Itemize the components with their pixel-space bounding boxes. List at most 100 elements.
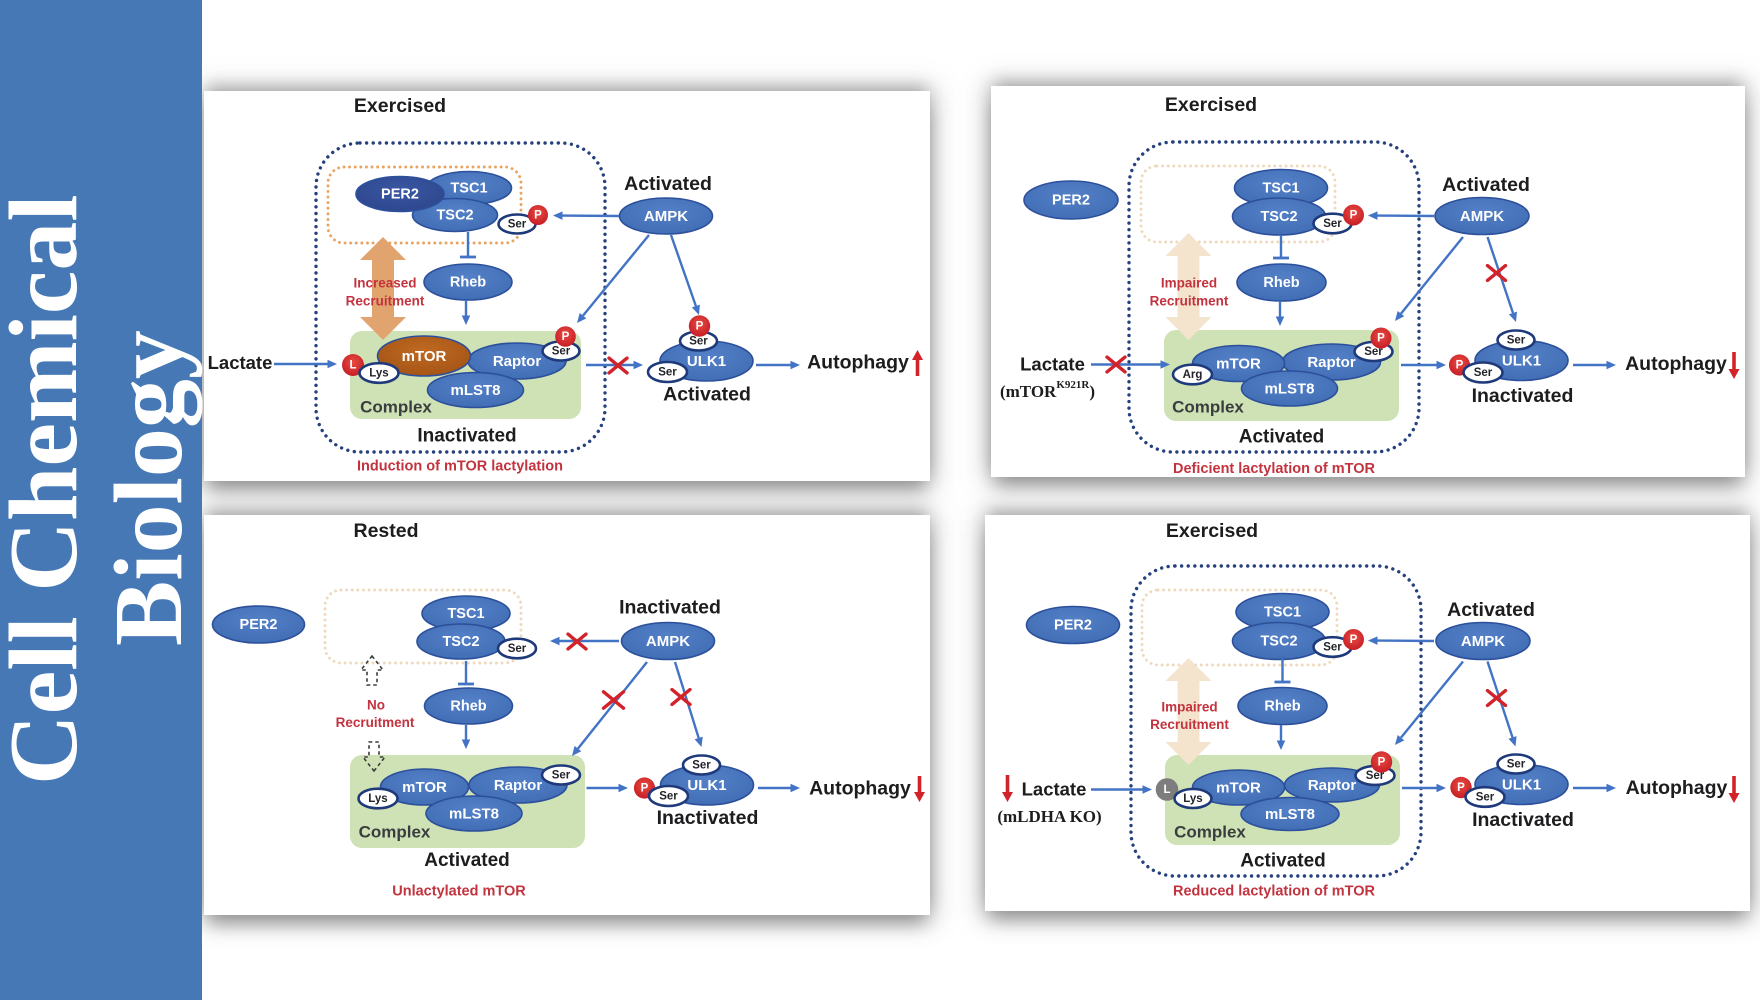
recruitment-label-line2: Recruitment [336,715,415,730]
autophagy-label: Autophagy [809,778,911,800]
node-ampk-label: AMPK [1460,208,1504,225]
ulk1-left-ser-site-label: Ser [659,791,678,803]
lactyl-badge-label: L [1163,784,1170,796]
tsc2-phospho-badge: P [528,205,548,225]
ulk1-status-label: Inactivated [657,807,759,829]
arrow-lactate-to-complex [1091,785,1152,794]
mtor-residue-site-label: Lys [1183,793,1202,805]
arrow-ampk-to-tsc2 [1368,211,1435,220]
node-mlst8-label: mLST8 [449,806,499,823]
autophagy-up-arrow [912,350,923,376]
lactate-label: Lactate [1020,354,1085,375]
node-per2-label: PER2 [381,187,419,203]
arrow-ampk-to-tsc2 [553,211,620,220]
tsc2-phospho-badge-label: P [1350,210,1358,222]
recruitment-label-line2: Recruitment [1150,717,1229,732]
node-mtor-label: mTOR [402,348,447,365]
node-ampk-label: AMPK [1461,633,1505,650]
autophagy-label: Autophagy [1626,777,1728,799]
ulk1-top-phospho-badge-label: P [696,321,704,333]
tsc2-ser-site-label: Ser [1323,642,1342,654]
node-tsc2-label: TSC2 [1260,634,1297,650]
ulk1-status-label: Inactivated [1472,385,1574,407]
node-raptor-label: Raptor [1307,354,1355,371]
tsc2-ser-site-label: Ser [508,219,527,231]
node-tsc2: TSC2 [416,623,506,660]
arrow-rheb-to-complex [461,725,471,749]
lactate-label: Lactate [1022,779,1087,800]
ulk1-left-ser-site-label: Ser [1476,792,1495,804]
panel-title: Exercised [1166,520,1258,542]
ampk-status-label: Activated [1442,174,1530,196]
raptor-phospho-badge: P [555,326,576,347]
recruitment-label-line1: Impaired [1161,700,1217,715]
lactate-decrease-arrow [1002,775,1013,802]
node-ampk: AMPK [620,621,716,661]
x-complex-ulk1 [607,356,629,375]
recruitment-label-line2: Recruitment [346,294,425,309]
tsc2-ser-site: Ser [497,213,537,235]
node-per2: PER2 [355,175,445,213]
mtor-residue-site-label: Arg [1183,369,1203,381]
arrow-lactate-to-complex [274,359,337,369]
recruitment-label-line1: Increased [353,276,416,291]
lactyl-badge-label: L [349,360,356,372]
ulk1-left-phospho-badge-label: P [641,783,649,795]
ulk1-top-ser-site-label: Ser [689,336,708,348]
complex-label: Complex [1174,823,1246,842]
ulk1-top-ser-site-label: Ser [1507,759,1526,771]
node-rheb-label: Rheb [1264,699,1300,715]
node-mtor: mTOR [1191,344,1286,383]
ulk1-top-ser-site-label: Ser [1507,335,1526,347]
autophagy-down-arrow [1728,776,1740,803]
per2-tsc-dashed-box [1139,164,1337,244]
node-ulk1-label: ULK1 [1502,353,1541,370]
node-rheb: Rheb [1237,686,1328,726]
panel-caption: Induction of mTOR lactylation [357,459,563,475]
per2-tsc-dashed-box [323,588,523,665]
journal-sidebar: Cell Chemical Biology [0,0,203,1000]
panel-card-rested [204,515,930,915]
recruitment-arrow [360,237,406,340]
raptor-ser-site: Ser [541,340,581,362]
recruitment-label-line1: Impaired [1161,276,1217,291]
arrow-complex-to-ulk1 [586,360,643,370]
ampk-status-label: Inactivated [619,597,721,619]
node-mtor-label: mTOR [402,779,447,796]
complex-status-label: Activated [1239,427,1325,448]
tsc2-ser-site: Ser [496,637,538,660]
tsc2-ser-site-label: Ser [508,643,527,655]
ulk1-top-ser-site: Ser [1496,753,1536,775]
recruitment-label-line1: No [367,698,385,713]
node-mtor: mTOR [376,335,472,377]
outer-dotted-border [1129,564,1423,878]
tsc2-phospho-badge-label: P [1350,634,1358,646]
node-rheb: Rheb [1236,263,1327,302]
node-ampk: AMPK [1434,196,1530,236]
ampk-status-label: Activated [1447,599,1535,621]
mtor-residue-site: Lys [1173,787,1213,810]
raptor-ser-site-label: Ser [552,346,571,358]
node-tsc1-label: TSC1 [1262,181,1299,197]
arrow-complex-to-ulk1 [586,783,628,793]
lactyl-badge: L [1155,778,1179,801]
recruitment-arrow [1165,233,1212,340]
journal-title-line1: Cell Chemical [0,194,98,786]
x-ampk-tsc2 [566,632,588,651]
node-tsc2: TSC2 [411,197,499,233]
x-ampk-ulk1 [1485,263,1508,283]
lactate-sub-label: (mTORK921R) [1000,379,1095,401]
lactate-label: Lactate [208,352,273,373]
arrow-ampk-to-complex [577,234,650,323]
outer-dotted-border [314,141,607,454]
node-ampk-label: AMPK [644,208,688,225]
recruitment-arrow [1165,658,1212,765]
panel-caption: Deficient lactylation of mTOR [1173,461,1375,477]
arrow-rheb-to-complex [1275,301,1285,326]
arrow-ampk-to-tsc2 [550,636,619,646]
arrow-ulk1-to-autophagy [758,783,800,793]
node-tsc1: TSC1 [1233,168,1329,208]
arrow-ampk-to-ulk1 [669,234,700,315]
mtor-residue-site-label: Lys [368,793,387,805]
